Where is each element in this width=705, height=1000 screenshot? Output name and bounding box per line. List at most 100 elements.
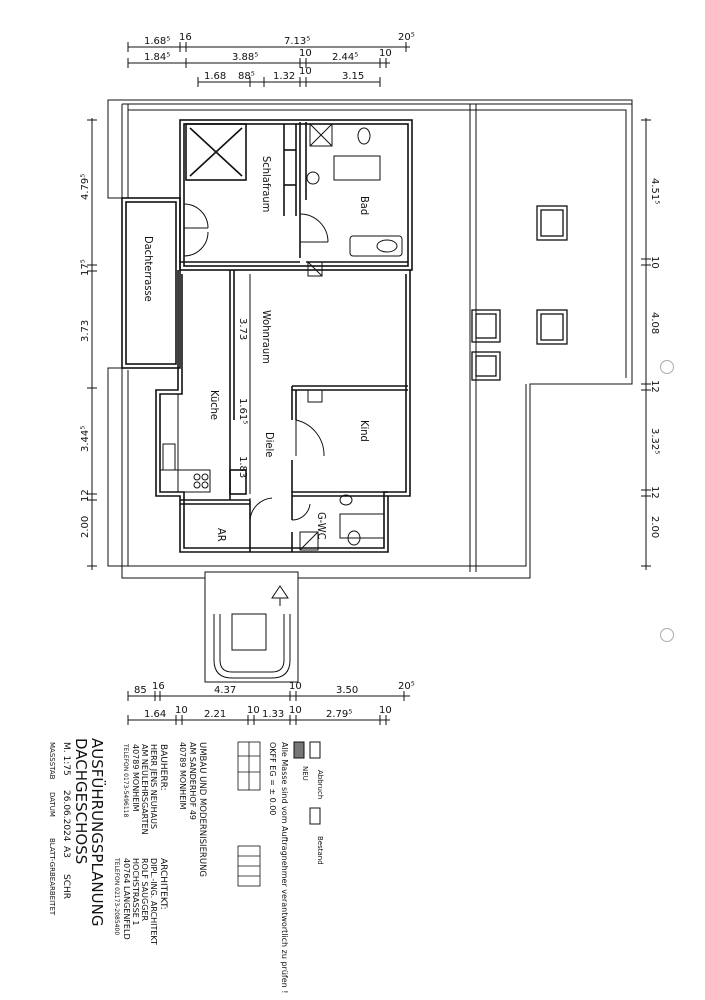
dim-interior-3: 1.83 (237, 456, 248, 478)
bauherr-line-3: 40789 MONHEIM (131, 744, 140, 812)
dim-bottom-1: 85 (134, 685, 147, 696)
note-dimensions: Alle Masse sind vom Auftragnehmer verant… (280, 742, 289, 993)
room-label-dachterrasse: Dachterrasse (142, 236, 155, 302)
legend-bestand-swatch (309, 807, 321, 825)
dim-bottom-11: 1.33 (262, 709, 284, 720)
left-dimension-labels: 4.79⁵ 17⁵ 3.73 3.44⁵ 12 2.00 (80, 174, 91, 538)
bath-fixtures (299, 123, 403, 551)
kitchen-counter (159, 393, 211, 493)
bottom-dimension-labels: 85 16 4.37 10 3.50 20⁵ 1.64 10 2.21 10 1… (134, 681, 415, 720)
architekt-line-3: HOCHSTRASSE 1 (131, 858, 140, 925)
architekt-line-5: TELEFON 02173-2085400 (113, 857, 120, 935)
bauherr-line-2: AM NEULEHRSGARTEN (140, 744, 149, 835)
dim-left-2: 17⁵ (80, 259, 91, 276)
dim-bottom-10: 10 (247, 705, 260, 716)
roof-windows (471, 205, 568, 381)
dim-bottom-6: 20⁵ (398, 681, 415, 692)
room-label-kind: Kind (358, 420, 371, 442)
revision-stamp (237, 741, 261, 887)
dim-top-13: 10 (299, 66, 312, 77)
dim-bottom-13: 2.79⁵ (326, 709, 352, 720)
dachterrasse-outline (121, 197, 181, 369)
label-datum: DATUM (48, 792, 56, 817)
dim-bottom-12: 10 (289, 705, 302, 716)
architekt-label: ARCHITEKT: (158, 858, 168, 910)
doors (183, 203, 329, 522)
stair-entrance (204, 571, 299, 683)
dim-top-1: 1.68⁵ (144, 36, 170, 47)
title-block: AUSFÜHRUNGSPLANUNG DACHGESCHOSS M. 1:75 … (48, 738, 324, 993)
date-value: 26.06.2024 (61, 790, 71, 842)
bauherr-line-4: TELEFON 0173-5496118 (122, 743, 129, 817)
room-label-kueche: Küche (208, 390, 221, 420)
dim-bottom-7: 1.64 (144, 709, 166, 720)
left-dimension-line (87, 118, 97, 570)
dim-bottom-4: 10 (289, 681, 302, 692)
dim-top-11: 88⁵ (238, 71, 255, 82)
note-okff: OKFF EG = ± 0.00 (268, 742, 277, 815)
label-massstab: MASSSTAB (48, 742, 56, 780)
right-dimension-labels: 4.51⁵ 10 4.08 12 3.32⁵ 12 2.00 (649, 178, 660, 538)
legend-neu-label: NEU (301, 766, 309, 781)
bottom-dimension-lines (127, 691, 410, 725)
punch-hole-bottom (660, 628, 674, 642)
dim-bottom-9: 2.21 (204, 709, 226, 720)
room-label-ar: AR (215, 528, 228, 542)
label-blatt: BLATT-GR. (48, 838, 56, 874)
bauherr-label: BAUHERR: (158, 744, 168, 791)
dim-bottom-8: 10 (175, 705, 188, 716)
room-label-gwc: G-WC (315, 512, 328, 540)
dim-interior-2: 1.61⁵ (237, 398, 248, 424)
plan-title: AUSFÜHRUNGSPLANUNG (88, 738, 107, 926)
dim-right-5: 3.32⁵ (649, 428, 660, 454)
project-line-3: 40789 MONHEIM (178, 742, 187, 810)
legend-neu-swatch (293, 741, 305, 759)
dim-top-3: 7.13⁵ (284, 36, 310, 47)
dim-top-12: 1.32 (273, 71, 295, 82)
dim-top-10: 1.68 (204, 71, 226, 82)
dim-right-2: 10 (649, 256, 660, 269)
dim-top-8: 2.44⁵ (332, 52, 358, 63)
dim-top-5: 1.84⁵ (144, 52, 170, 63)
legend-bestand-label: Bestand (316, 836, 324, 865)
top-dimension-lines (127, 42, 410, 87)
project-line-2: AM SANDERHOF 49 (188, 742, 197, 820)
dim-bottom-14: 10 (379, 705, 392, 716)
project-line-1: UMBAU UND MODERNISIERUNG (197, 742, 207, 877)
dim-interior-1: 3.73 (237, 318, 248, 340)
drawer-value: SCHR (61, 874, 71, 899)
legend-abbruch-swatch (309, 741, 321, 759)
dim-bottom-5: 3.50 (336, 685, 358, 696)
legend-abbruch-label: Abbruch (316, 770, 324, 799)
dim-top-7: 10 (299, 48, 312, 59)
top-dimension-labels: 1.68⁵ 16 7.13⁵ 20⁵ 1.84⁵ 3.88⁵ 10 2.44⁵ … (144, 32, 415, 82)
room-label-diele: Diele (263, 432, 276, 457)
room-labels: Schlafraum Bad Dachterrasse Wohnraum Küc… (142, 156, 371, 542)
right-dimension-line (641, 118, 651, 570)
dim-top-6: 3.88⁵ (232, 52, 258, 63)
dim-top-2: 16 (179, 32, 192, 43)
architekt-line-2: ROLF SAUGGER (140, 858, 149, 921)
dim-top-4: 20⁵ (398, 32, 415, 43)
bauherr-line-1: HERR JENS NEUHAUS (149, 744, 158, 829)
dim-bottom-3: 4.37 (214, 685, 236, 696)
dim-left-1: 4.79⁵ (80, 174, 91, 200)
format-value: A3 (61, 846, 71, 858)
architekt-line-4: 40764 LANGENFELD (122, 858, 131, 940)
dim-right-1: 4.51⁵ (649, 178, 660, 204)
room-label-schlafraum: Schlafraum (260, 156, 273, 212)
dim-left-3: 3.73 (80, 320, 91, 342)
room-label-wohnraum: Wohnraum (260, 310, 273, 364)
label-bearbeitet: BEARBEITET (48, 872, 56, 916)
dim-right-4: 12 (649, 380, 660, 393)
roof-outline (107, 99, 633, 579)
dim-bottom-2: 16 (152, 681, 165, 692)
dim-right-3: 4.08 (649, 312, 660, 334)
dim-right-7: 2.00 (649, 516, 660, 538)
punch-hole-top (660, 360, 674, 374)
dim-right-6: 12 (649, 486, 660, 499)
plan-subtitle: DACHGESCHOSS (72, 738, 90, 864)
dim-top-14: 3.15 (342, 71, 364, 82)
scale-value: M. 1:75 (61, 742, 71, 776)
